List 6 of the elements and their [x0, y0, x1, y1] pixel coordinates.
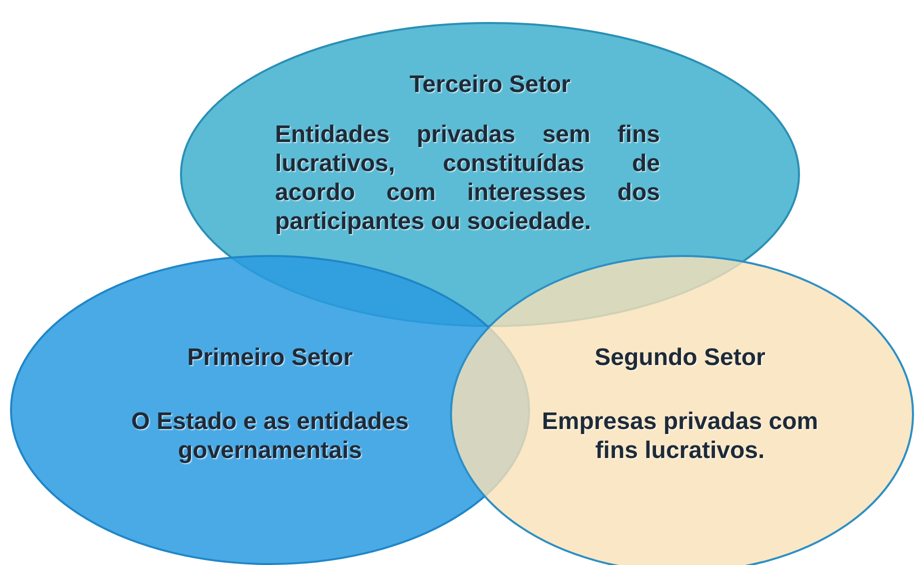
sector-title: Primeiro Setor [186, 343, 354, 372]
sector-description: O Estado e as entidades governamentais [130, 407, 410, 465]
sector-description: Empresas privadas com fins lucrativos. [540, 407, 820, 465]
sector-description: Entidades privadas sem fins lucrativos, constituídas de acordo com interesses dos participantes ou sociedade. [275, 120, 660, 236]
sector-title: Segundo Setor [594, 343, 766, 372]
sector-title: Terceiro Setor [408, 70, 572, 99]
